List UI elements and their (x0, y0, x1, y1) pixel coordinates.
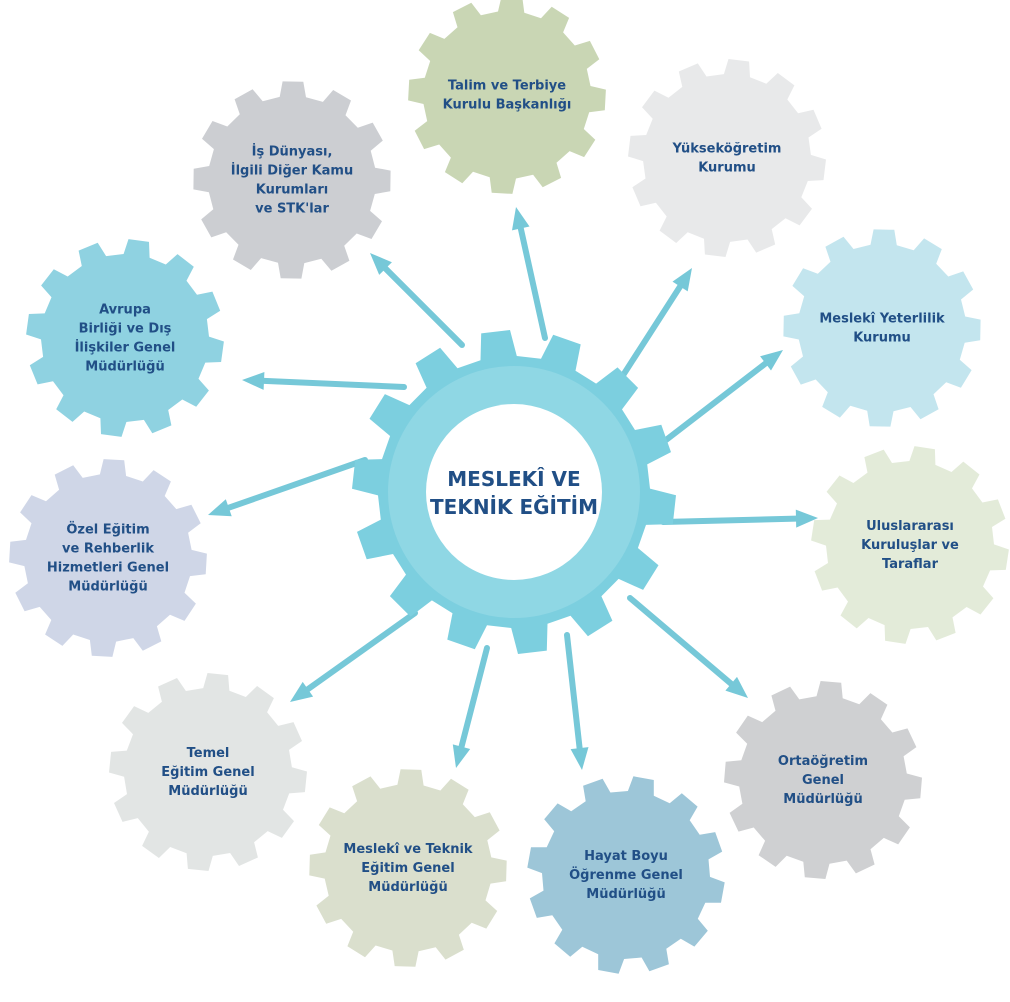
gear-label-line: Müdürlüğü (68, 580, 147, 595)
gear-label-line: Kurumu (698, 161, 756, 176)
gear-label-line: Kurulu Başkanlığı (443, 98, 572, 113)
gear-label-line: ve STK'lar (255, 202, 329, 217)
arrow-avrupa-birligi (242, 372, 407, 390)
center-gear-hub (426, 404, 602, 580)
gear-icon (811, 446, 1009, 644)
gear-label-line: ve Rehberlik (62, 542, 154, 557)
gear-label-line: İş Dünyası, (252, 144, 333, 160)
center-title: MESLEKÎ VE TEKNİK EĞİTİM (430, 467, 598, 519)
gear-label-line: Yükseköğretim (672, 142, 782, 157)
gear-label-line: Öğrenme Genel (569, 867, 683, 883)
arrow-hayat-boyu (564, 632, 589, 770)
gear-icon (109, 673, 307, 871)
gear-label-line: Müdürlüğü (368, 880, 447, 895)
gear-icon (9, 459, 207, 657)
gear-icon (783, 229, 981, 427)
gear-label-line: Özel Eğitim (66, 522, 149, 538)
gear-label-line: Hizmetleri Genel (47, 561, 169, 576)
gear-label-line: Kurumu (853, 331, 911, 346)
arrow-is-dunyasi (370, 253, 465, 348)
gear-label-line: Genel (802, 773, 844, 788)
gear-label-line: İlgili Diğer Kamu (231, 163, 353, 179)
gear-label-line: Müdürlüğü (85, 360, 164, 375)
gear-label-line: Avrupa (99, 303, 151, 318)
gear-label-line: Talim ve Terbiye (448, 79, 566, 94)
gear-label-line: Kurumları (256, 183, 328, 198)
arrows-layer (208, 207, 818, 770)
arrow-talim-terbiye (512, 207, 548, 341)
gear-icon (527, 776, 725, 974)
gear-label-line: Meslekî Yeterlilik (819, 312, 945, 327)
arrow-mesleki-yeterlilik (663, 350, 783, 443)
gear-label-line: Eğitim Genel (361, 861, 454, 876)
gear-label-line: Uluslararası (866, 519, 954, 534)
arrow-temel-egitim (290, 610, 418, 702)
arrow-yuksekogretim (617, 268, 692, 383)
arrow-uluslararasi (660, 509, 818, 528)
gear-label-line: Müdürlüğü (783, 792, 862, 807)
gear-icon (193, 81, 391, 279)
gear-label-line: Temel (187, 746, 230, 761)
gear-label-line: Meslekî ve Teknik (343, 842, 473, 857)
gear-icon (408, 0, 606, 194)
gear-label-line: İlişkiler Genel (75, 340, 176, 356)
gear-label-line: Müdürlüğü (586, 887, 665, 902)
arrow-ortaogretim (627, 595, 748, 698)
gear-label-line: Hayat Boyu (584, 849, 668, 864)
gear-label-line: Ortaöğretim (778, 754, 868, 769)
arrow-ozel-egitim (208, 457, 368, 517)
center-title-line: MESLEKÎ VE (447, 467, 580, 491)
gear-label-line: Taraflar (882, 557, 939, 572)
center-title-line: TEKNİK EĞİTİM (430, 495, 598, 519)
gear-label-line: Eğitim Genel (161, 765, 254, 780)
arrow-mesleki-teknik (452, 645, 490, 768)
gear-icon (724, 681, 922, 879)
gear-label-line: Kuruluşlar ve (861, 538, 959, 553)
center-gear: MESLEKÎ VE TEKNİK EĞİTİM (352, 330, 676, 654)
gear-icon (26, 239, 224, 437)
gear-icon (309, 769, 507, 967)
gear-label-line: Müdürlüğü (168, 784, 247, 799)
gear-label-line: Birliği ve Dış (79, 322, 172, 337)
gear-icon (628, 59, 826, 257)
